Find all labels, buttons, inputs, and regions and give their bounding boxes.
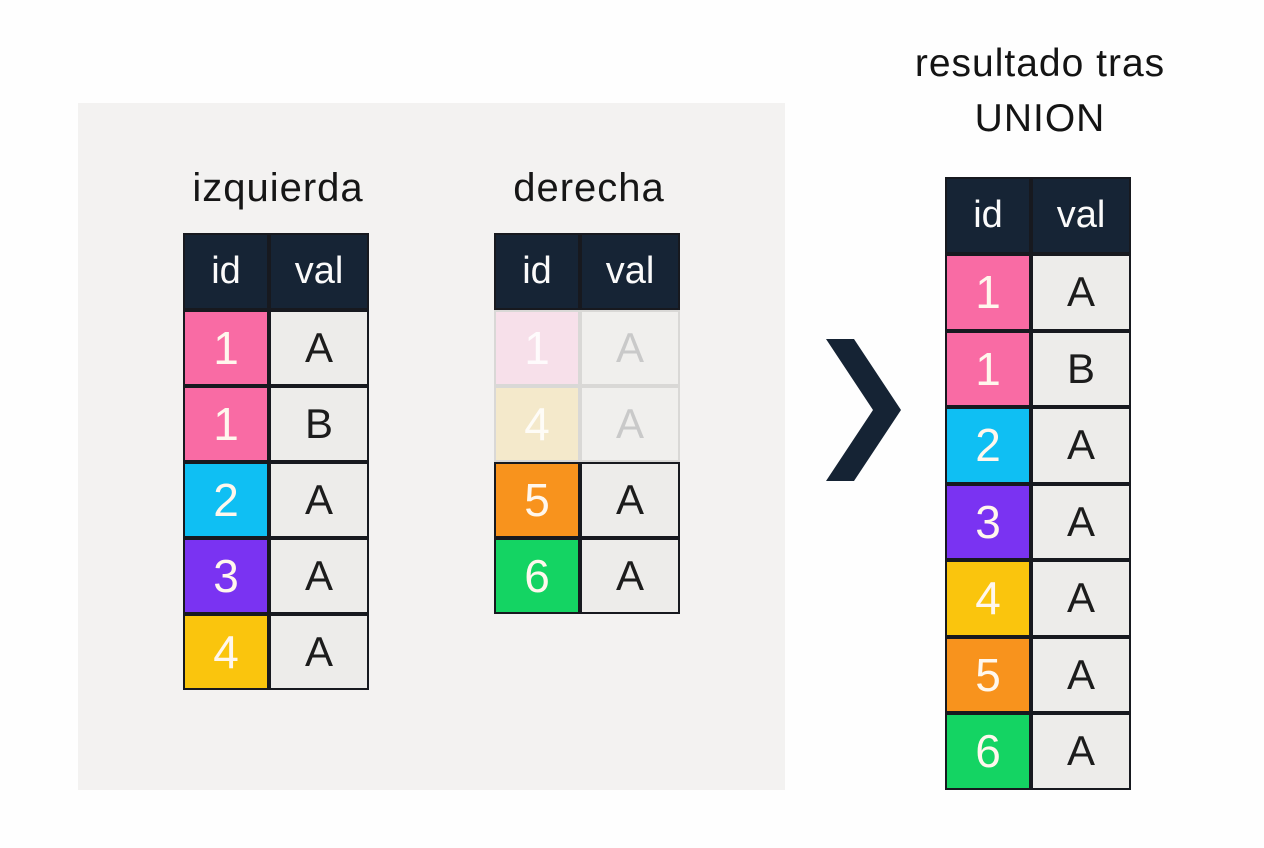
table-cell-val: A xyxy=(269,310,369,386)
table-cell-val-faded: A xyxy=(580,386,680,462)
table-cell-val: A xyxy=(580,538,680,614)
table-cell-id: 5 xyxy=(945,636,1031,713)
table-cell-id: 4 xyxy=(183,614,269,690)
table-cell-val: A xyxy=(1031,254,1131,331)
table-cell-id: 6 xyxy=(494,538,580,614)
table-cell-id-faded: 1 xyxy=(494,310,580,386)
table-cell-id-faded: 4 xyxy=(494,386,580,462)
table-cell-val: A xyxy=(269,614,369,690)
left-table: id val 1 A 1 B 2 A 3 A 4 A xyxy=(183,233,369,690)
left-table-title: izquierda xyxy=(192,166,364,210)
table-cell-val: B xyxy=(269,386,369,462)
table-cell-val: A xyxy=(269,538,369,614)
table-cell-val: A xyxy=(1031,713,1131,790)
result-caption-line1: resultado tras xyxy=(914,42,1166,85)
table-cell-id: 2 xyxy=(183,462,269,538)
column-header-id: id xyxy=(494,233,580,310)
table-cell-id: 1 xyxy=(945,330,1031,407)
table-cell-id: 4 xyxy=(945,560,1031,637)
right-table-title: derecha xyxy=(513,166,665,210)
table-cell-val: A xyxy=(580,462,680,538)
table-cell-id: 3 xyxy=(183,538,269,614)
table-cell-val: B xyxy=(1031,330,1131,407)
table-cell-id: 6 xyxy=(945,713,1031,790)
right-table: id val 1 A 4 A 5 A 6 A xyxy=(494,233,680,614)
column-header-val: val xyxy=(1031,177,1131,254)
table-cell-val: A xyxy=(1031,483,1131,560)
result-caption: resultado tras UNION xyxy=(855,36,1225,146)
table-cell-id: 1 xyxy=(183,386,269,462)
result-caption-line2: UNION xyxy=(974,97,1106,140)
table-cell-val-faded: A xyxy=(580,310,680,386)
table-cell-id: 2 xyxy=(945,407,1031,484)
union-arrow-icon xyxy=(826,339,901,481)
table-cell-val: A xyxy=(1031,407,1131,484)
column-header-id: id xyxy=(945,177,1031,254)
table-cell-id: 1 xyxy=(945,254,1031,331)
result-table: id val 1 A 1 B 2 A 3 A 4 A 5 A 6 A xyxy=(945,177,1131,790)
table-cell-val: A xyxy=(1031,636,1131,713)
column-header-val: val xyxy=(269,233,369,310)
table-cell-val: A xyxy=(1031,560,1131,637)
table-cell-val: A xyxy=(269,462,369,538)
column-header-val: val xyxy=(580,233,680,310)
table-cell-id: 3 xyxy=(945,483,1031,560)
table-cell-id: 5 xyxy=(494,462,580,538)
table-cell-id: 1 xyxy=(183,310,269,386)
column-header-id: id xyxy=(183,233,269,310)
